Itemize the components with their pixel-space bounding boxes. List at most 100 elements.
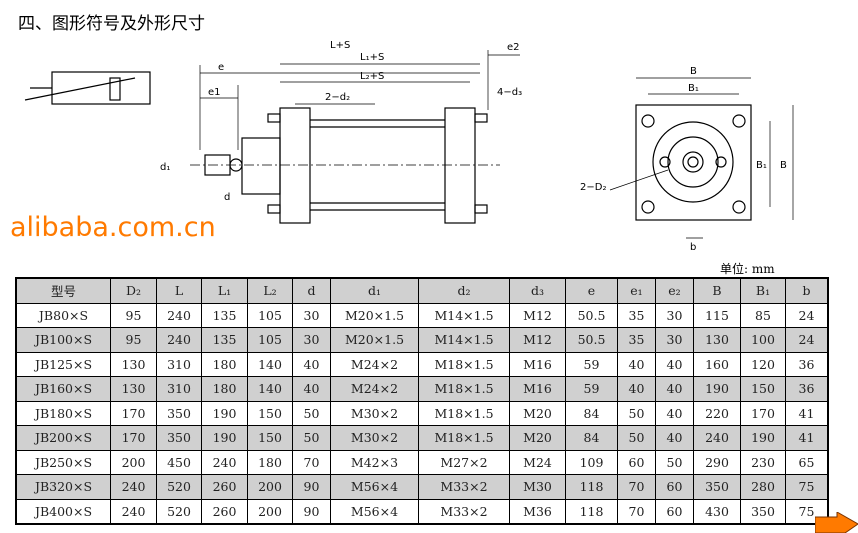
table-cell: 95	[110, 302, 157, 328]
table-cell: 150	[740, 376, 786, 402]
table-cell: JB250×S	[15, 449, 111, 475]
column-header: L₁	[201, 277, 248, 304]
table-cell: M18×1.5	[418, 400, 510, 426]
label-d2: 2−d₂	[325, 92, 350, 103]
table-cell: 84	[565, 425, 618, 451]
table-cell: 118	[565, 474, 618, 500]
table-cell: M14×1.5	[418, 302, 510, 328]
table-cell: 350	[156, 400, 202, 426]
table-cell: M18×1.5	[418, 351, 510, 377]
table-cell: M12	[509, 327, 566, 353]
table-cell: 240	[110, 474, 157, 500]
table-cell: 135	[201, 327, 248, 353]
table-cell: 40	[617, 351, 656, 377]
table-cell: 65	[785, 449, 829, 475]
table-cell: 59	[565, 376, 618, 402]
table-cell: 40	[617, 376, 656, 402]
table-cell: 90	[292, 498, 331, 525]
table-cell: 350	[693, 474, 741, 500]
next-arrow-icon[interactable]	[815, 512, 858, 533]
table-cell: 140	[247, 376, 293, 402]
column-header: B₁	[740, 277, 786, 304]
table-cell: M16	[509, 351, 566, 377]
table-cell: 150	[247, 425, 293, 451]
table-cell: JB160×S	[15, 376, 111, 402]
table-cell: 200	[247, 498, 293, 525]
table-cell: 160	[693, 351, 741, 377]
table-cell: 30	[655, 302, 694, 328]
table-cell: 190	[740, 425, 786, 451]
table-cell: 60	[655, 474, 694, 500]
column-header: e₁	[617, 277, 656, 304]
table-cell: 35	[617, 302, 656, 328]
table-cell: 290	[693, 449, 741, 475]
table-cell: 30	[292, 327, 331, 353]
table-cell: 150	[247, 400, 293, 426]
table-cell: 190	[693, 376, 741, 402]
table-cell: 520	[156, 474, 202, 500]
label-d2-holes: 2−D₂	[580, 182, 606, 193]
table-cell: M20	[509, 425, 566, 451]
table-cell: 60	[655, 498, 694, 525]
table-cell: 50	[292, 425, 331, 451]
column-header: d₂	[418, 277, 510, 304]
end-view	[609, 77, 794, 239]
section-title: 四、图形符号及外形尺寸	[18, 14, 205, 34]
table-cell: 135	[201, 302, 248, 328]
table-cell: 40	[292, 376, 331, 402]
table-cell: M36	[509, 498, 566, 525]
side-view	[190, 50, 520, 224]
table-cell: M56×4	[330, 498, 419, 525]
table-cell: 180	[247, 449, 293, 475]
table-cell: 40	[655, 400, 694, 426]
table-cell: M24	[509, 449, 566, 475]
table-cell: M33×2	[418, 498, 510, 525]
table-cell: M30×2	[330, 400, 419, 426]
table-cell: M30	[509, 474, 566, 500]
column-header: D₂	[110, 277, 157, 304]
table-cell: 95	[110, 327, 157, 353]
table-cell: 109	[565, 449, 618, 475]
table-cell: 41	[785, 425, 829, 451]
table-cell: 85	[740, 302, 786, 328]
table-cell: M24×2	[330, 376, 419, 402]
table-cell: M24×2	[330, 351, 419, 377]
symbol-icon	[24, 71, 151, 105]
table-cell: M18×1.5	[418, 425, 510, 451]
column-header: L	[156, 277, 202, 304]
table-cell: M20	[509, 400, 566, 426]
table-cell: 70	[292, 449, 331, 475]
table-cell: 240	[693, 425, 741, 451]
table-cell: 260	[201, 498, 248, 525]
table-cell: 30	[655, 327, 694, 353]
table-cell: 41	[785, 400, 829, 426]
table-cell: 240	[156, 327, 202, 353]
table-cell: 350	[740, 498, 786, 525]
table-cell: 118	[565, 498, 618, 525]
table-cell: 170	[110, 425, 157, 451]
table-cell: 105	[247, 327, 293, 353]
table-cell: 90	[292, 474, 331, 500]
table-cell: 140	[247, 351, 293, 377]
label-l-plus-s: L+S	[330, 40, 350, 51]
table-cell: M20×1.5	[330, 327, 419, 353]
label-e1: e1	[208, 87, 221, 98]
table-cell: 240	[156, 302, 202, 328]
table-cell: 310	[156, 376, 202, 402]
column-header: B	[693, 277, 741, 304]
column-header: e	[565, 277, 618, 304]
table-cell: 130	[110, 376, 157, 402]
table-cell: 230	[740, 449, 786, 475]
table-cell: M12	[509, 302, 566, 328]
table-cell: 520	[156, 498, 202, 525]
label-l2-plus-s: L₂+S	[360, 71, 384, 82]
table-cell: M42×3	[330, 449, 419, 475]
table-cell: M56×4	[330, 474, 419, 500]
table-cell: 105	[247, 302, 293, 328]
table-cell: 190	[201, 425, 248, 451]
unit-label: 单位: mm	[720, 262, 775, 276]
